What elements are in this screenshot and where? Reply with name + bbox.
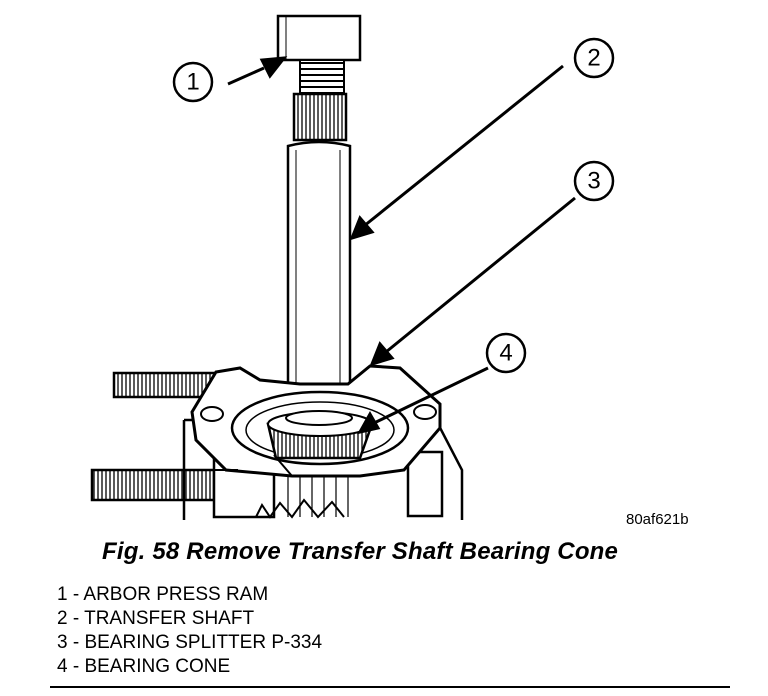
callout-number: 1 bbox=[186, 69, 199, 96]
legend-item: 2 - TRANSFER SHAFT bbox=[57, 608, 255, 629]
transfer-shaft bbox=[286, 92, 352, 414]
illustration: 1 2 3 4 bbox=[90, 14, 615, 520]
callout-2: 2 bbox=[573, 37, 615, 79]
figure-id: 80af621b bbox=[626, 511, 689, 528]
callout-number: 3 bbox=[587, 168, 600, 195]
legend-item: 3 - BEARING SPLITTER P-334 bbox=[57, 632, 323, 653]
legend-item: 4 - BEARING CONE bbox=[57, 656, 231, 677]
bearing-cone bbox=[266, 410, 374, 460]
splitter-bolts bbox=[90, 371, 218, 502]
arbor-press-ram bbox=[276, 14, 362, 95]
bottom-rule bbox=[50, 686, 730, 688]
callout-3: 3 bbox=[573, 160, 615, 202]
callout-number: 4 bbox=[499, 340, 512, 367]
parts-legend: 1 - ARBOR PRESS RAM 2 - TRANSFER SHAFT 3… bbox=[57, 583, 322, 679]
figure-caption: Fig. 58 Remove Transfer Shaft Bearing Co… bbox=[102, 538, 619, 565]
callout-1: 1 bbox=[172, 61, 214, 103]
legend-item: 1 - ARBOR PRESS RAM bbox=[57, 584, 269, 605]
callout-4: 4 bbox=[485, 332, 527, 374]
callout-number: 2 bbox=[587, 45, 600, 72]
leader-arrows bbox=[227, 56, 576, 435]
